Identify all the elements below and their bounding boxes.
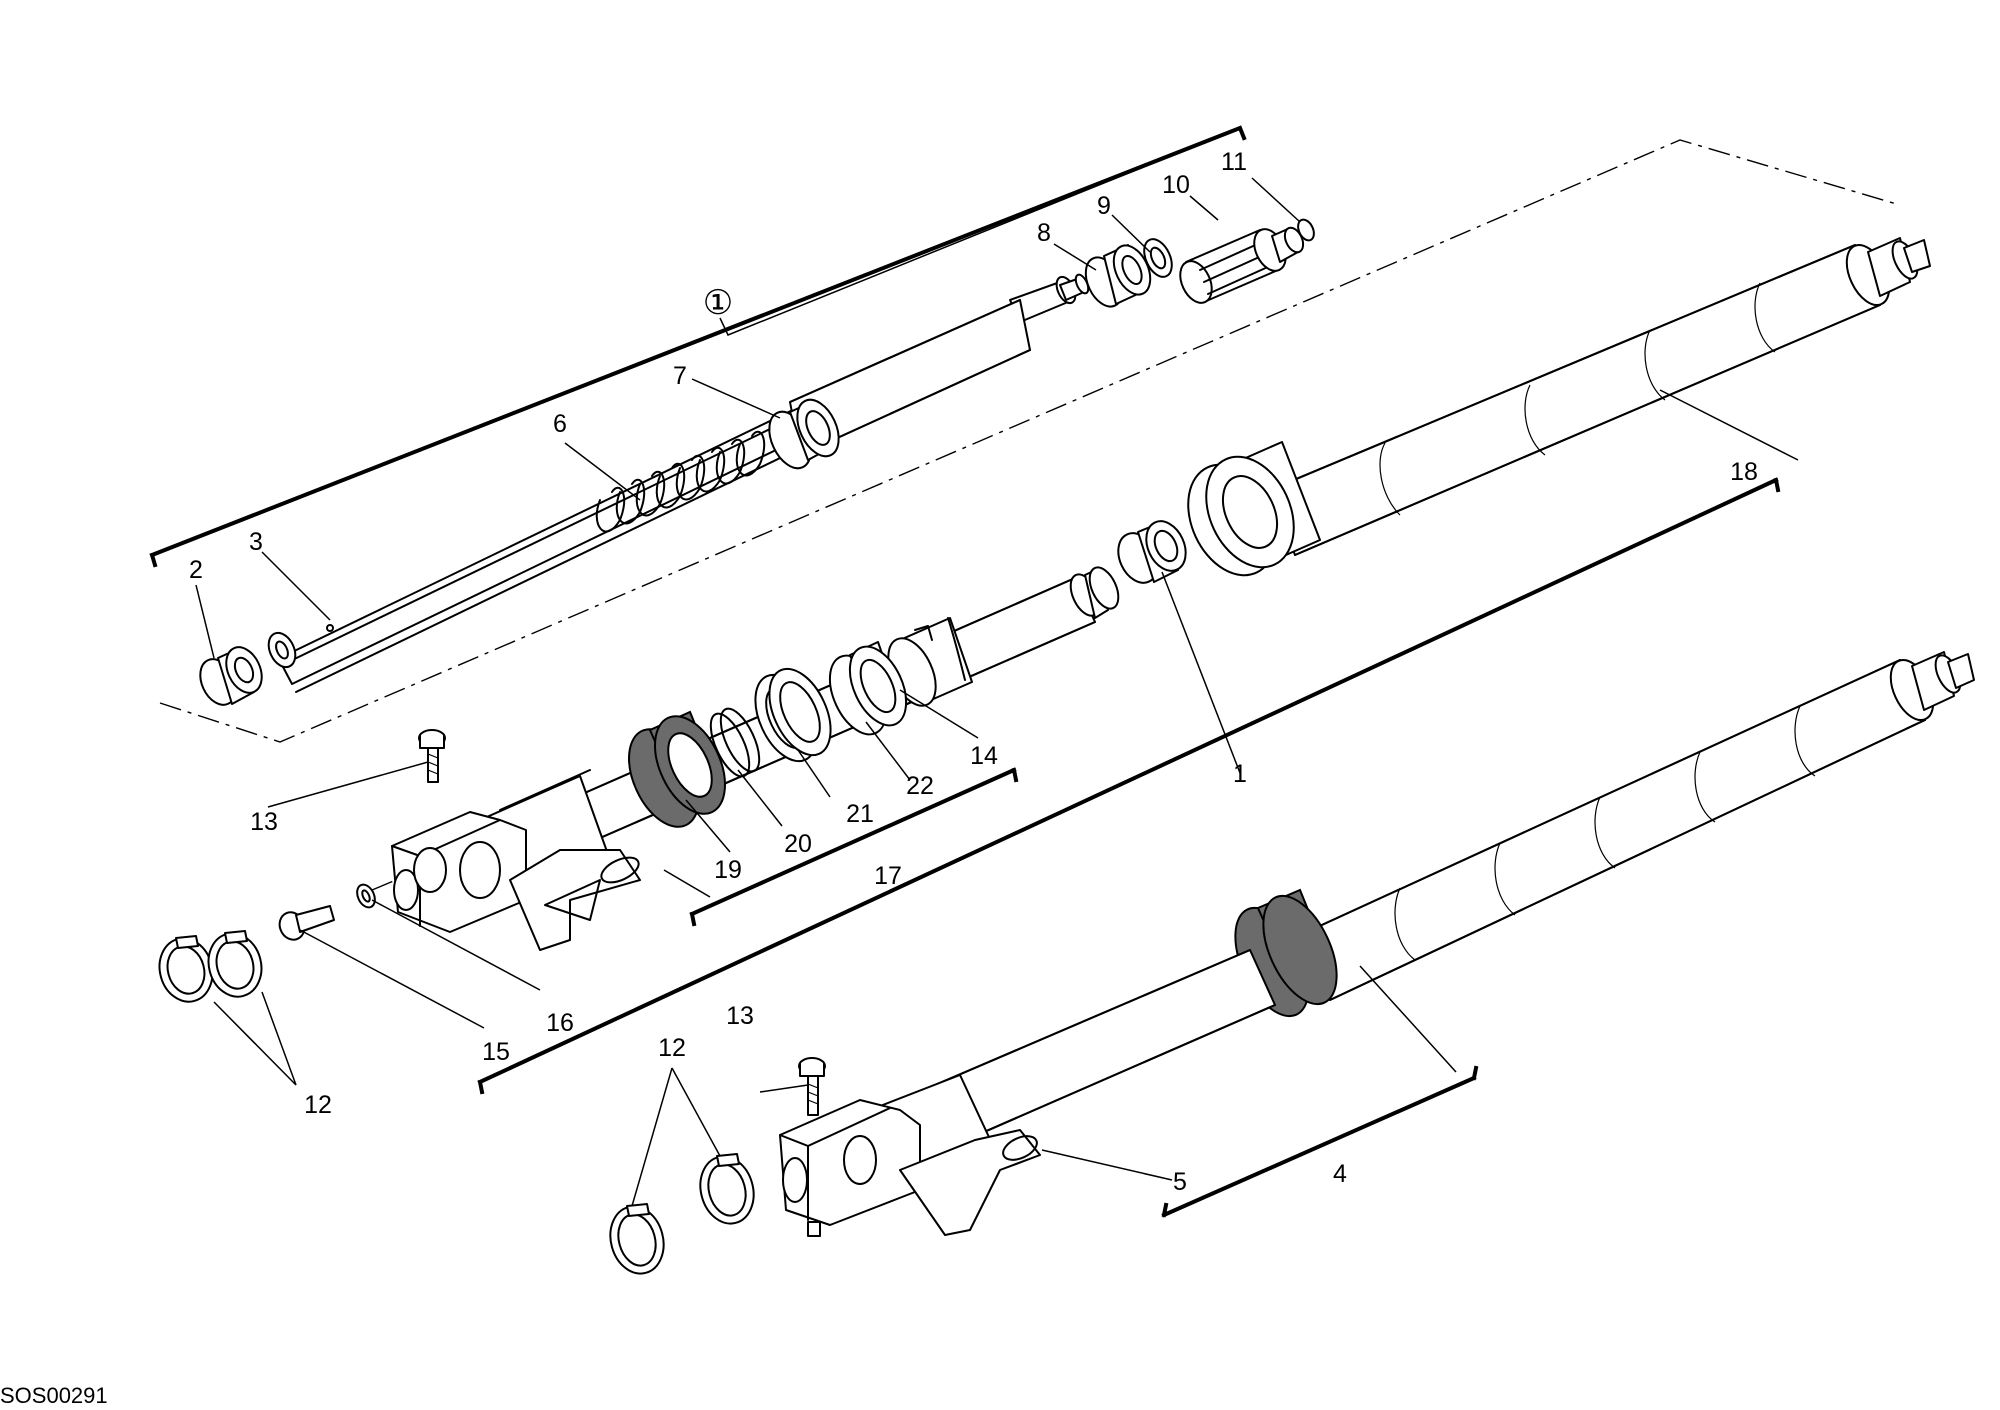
bracket-assembly-4 [1161, 1065, 1479, 1218]
label-9: 9 [1097, 192, 1111, 220]
label-10: 10 [1162, 171, 1190, 199]
bleed-screw-15 [278, 905, 335, 941]
leader-lines [195, 127, 1799, 1207]
label-17: 17 [874, 862, 902, 890]
label-12-lower: 12 [658, 1034, 686, 1062]
part-labels: 1 2 3 4 5 6 7 8 9 10 11 12 12 13 13 14 1… [189, 148, 1758, 1196]
rod-tube-7-section [789, 299, 1031, 456]
clips-12-left [158, 930, 263, 1003]
washer-9 [1143, 238, 1173, 278]
label-4: 4 [1333, 1160, 1347, 1188]
label-11: 11 [1221, 148, 1247, 176]
label-13-upper: 13 [250, 808, 278, 836]
axle-clamp-lower [779, 1074, 1041, 1237]
collar-7 [768, 398, 840, 470]
washer-21 [754, 667, 832, 763]
label-18: 18 [1730, 458, 1758, 486]
drawing-code: SOS00291 [0, 1383, 108, 1408]
label-13-lower: 13 [726, 1002, 754, 1030]
seal-19 [628, 710, 726, 828]
label-14: 14 [970, 742, 998, 770]
bolt-13-upper [418, 729, 446, 783]
bracket-assembly-17 [689, 767, 1019, 927]
fork-leg-4 [899, 651, 1975, 1161]
label-1: 1 [1233, 760, 1247, 788]
label-7: 7 [673, 362, 687, 390]
bushing-1 [1117, 520, 1187, 584]
bushing-22 [828, 641, 908, 736]
label-15: 15 [482, 1038, 510, 1066]
label-12-left: 12 [304, 1091, 332, 1119]
group-brackets [149, 125, 1781, 1218]
clip-11 [1297, 218, 1315, 242]
axle-clamp-upper [391, 769, 641, 951]
centerline-lower-left [371, 879, 397, 891]
label-16: 16 [546, 1009, 574, 1037]
washer-16 [356, 883, 376, 909]
label-6: 6 [553, 410, 567, 438]
label-20: 20 [784, 830, 812, 858]
label-3: 3 [249, 528, 263, 556]
label-2: 2 [189, 556, 203, 584]
adjuster-10 [1179, 226, 1305, 304]
bolt-13-lower [798, 1057, 826, 1116]
label-21: 21 [846, 800, 874, 828]
bracket-assembly-1 [477, 477, 1781, 1095]
group-symbol: ① [703, 284, 733, 322]
group-marker: ① [703, 284, 733, 322]
label-22: 22 [906, 772, 934, 800]
assembly-centerlines [159, 139, 1901, 891]
label-5: 5 [1173, 1168, 1187, 1196]
label-8: 8 [1037, 219, 1051, 247]
bracket-group-1 [149, 125, 1247, 568]
spring-6 [595, 430, 766, 533]
outer-tube-18 [1187, 237, 1931, 577]
clips-12-lower [609, 1153, 755, 1275]
bushing-2 [199, 646, 263, 706]
label-19: 19 [714, 856, 742, 884]
centerline-upper [159, 139, 1901, 743]
